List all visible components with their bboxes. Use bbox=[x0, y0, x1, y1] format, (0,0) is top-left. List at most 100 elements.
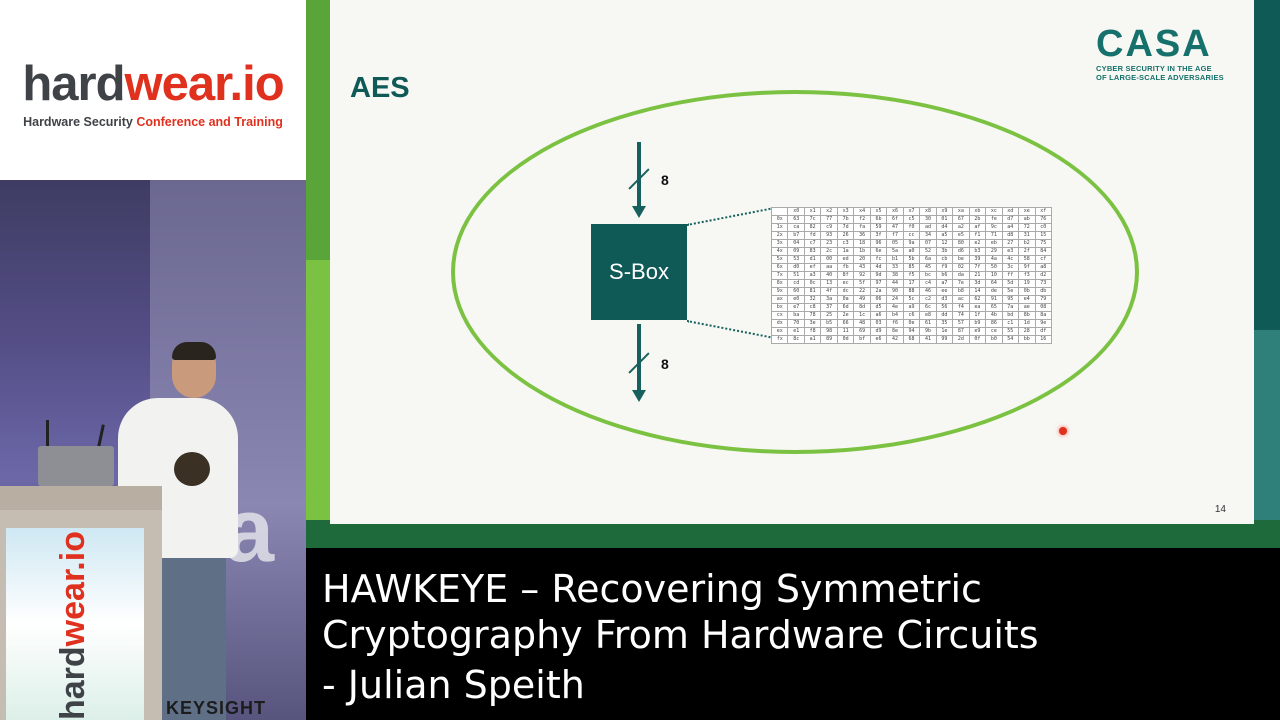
sbox-table-cell: 01 bbox=[935, 215, 954, 224]
sbox-table-cell: 3e bbox=[803, 319, 822, 328]
sbox-table-cell: 0b bbox=[1018, 287, 1036, 296]
tagline-part-a: Hardware Security bbox=[23, 115, 137, 129]
sbox-table-cell: 04 bbox=[787, 239, 805, 248]
sbox-table-cell: 40 bbox=[820, 271, 838, 280]
casa-subtitle-1: CYBER SECURITY IN THE AGE bbox=[1096, 64, 1212, 73]
sbox-table-cell: 5e bbox=[1001, 287, 1020, 296]
sbox-table-cell: 56 bbox=[935, 303, 954, 312]
sbox-table-cell: 52 bbox=[919, 247, 937, 256]
sbox-table-cell: 4f bbox=[820, 287, 838, 296]
sbox-table-cell: 5d bbox=[1001, 279, 1020, 288]
sbox-table-cell: a8 bbox=[1034, 263, 1052, 272]
sbox-table-cell: e8 bbox=[919, 311, 937, 320]
sbox-table-cell: f8 bbox=[803, 327, 822, 336]
sbox-table-cell: 94 bbox=[902, 327, 921, 336]
sbox-table-cell: 26 bbox=[836, 231, 855, 240]
sbox-table-cell: 50 bbox=[985, 263, 1003, 272]
sbox-table-cell: 2f bbox=[1018, 247, 1036, 256]
sbox-table-cell: c8 bbox=[803, 303, 822, 312]
sbox-table-cell: 9b bbox=[919, 327, 937, 336]
sbox-table-cell: 6f bbox=[886, 215, 904, 224]
sbox-table-cell: 34 bbox=[919, 231, 937, 240]
conference-logo-panel: hardwear.io Hardware Security Conference… bbox=[0, 0, 306, 180]
sbox-table-cell: 2d bbox=[952, 335, 970, 344]
sbox-table-cell: 1b bbox=[853, 247, 871, 256]
sbox-table-cell: 4a bbox=[985, 255, 1003, 264]
sbox-table-cell: 1a bbox=[836, 247, 855, 256]
conference-tagline: Hardware Security Conference and Trainin… bbox=[0, 114, 306, 130]
sbox-table-cell: c3 bbox=[836, 239, 855, 248]
sbox-table-row-label: dx bbox=[770, 319, 789, 328]
sbox-table-row-label: cx bbox=[770, 311, 789, 320]
sbox-table-cell: 33 bbox=[886, 263, 904, 272]
sbox-table-row-label: bx bbox=[770, 303, 789, 312]
sbox-table-header-cell: xb bbox=[968, 207, 987, 216]
sbox-table-cell: 05 bbox=[886, 239, 904, 248]
sbox-table-cell: ba bbox=[787, 311, 805, 320]
sbox-table-cell: af bbox=[968, 223, 987, 232]
sbox-table-cell: fe bbox=[985, 215, 1003, 224]
sbox-table-cell: 88 bbox=[902, 287, 921, 296]
sbox-table-cell: bf bbox=[853, 335, 871, 344]
sbox-table-cell: b4 bbox=[886, 311, 904, 320]
sbox-table-cell: 37 bbox=[820, 303, 838, 312]
sbox-table-cell: 3d bbox=[968, 279, 987, 288]
sbox-table-cell: e1 bbox=[787, 327, 805, 336]
input-arrow-head bbox=[632, 206, 646, 218]
sbox-table-cell: 53 bbox=[787, 255, 805, 264]
sbox-table-cell: 62 bbox=[968, 295, 987, 304]
sbox-table-cell: 21 bbox=[968, 271, 987, 280]
sbox-table-cell: 0a bbox=[836, 295, 855, 304]
sbox-table-cell: 91 bbox=[985, 295, 1003, 304]
sbox-table-cell: ae bbox=[1018, 303, 1036, 312]
sbox-table-cell: ff bbox=[1001, 271, 1020, 280]
sbox-table-cell: 6d bbox=[836, 303, 855, 312]
sbox-table-cell: 79 bbox=[1034, 295, 1052, 304]
sbox-table-cell: 85 bbox=[902, 263, 921, 272]
sbox-table-cell: ea bbox=[968, 303, 987, 312]
sbox-table-cell: bb bbox=[1018, 335, 1036, 344]
sbox-table-cell: 22 bbox=[853, 287, 871, 296]
sbox-table-cell: b7 bbox=[787, 231, 805, 240]
tagline-part-b: Conference and Training bbox=[136, 115, 283, 129]
sbox-table-cell: 87 bbox=[952, 327, 970, 336]
sbox-table-cell: 1f bbox=[968, 311, 987, 320]
sbox-table-cell: dd bbox=[935, 311, 954, 320]
sbox-table-cell: ca bbox=[787, 223, 805, 232]
sbox-table-header-cell: x1 bbox=[803, 207, 822, 216]
sbox-table-row-label: 3x bbox=[770, 239, 789, 248]
podium-top bbox=[0, 486, 162, 512]
sbox-table-cell: 03 bbox=[869, 319, 888, 328]
sbox-table-cell: 3a bbox=[820, 295, 838, 304]
sbox-table-cell: 00 bbox=[820, 255, 838, 264]
sbox-table-header-cell: x6 bbox=[886, 207, 904, 216]
sbox-table-cell: 75 bbox=[1034, 239, 1052, 248]
speaker-hair bbox=[172, 342, 216, 360]
sbox-table-cell: da bbox=[952, 271, 970, 280]
sbox-table-cell: e5 bbox=[952, 231, 970, 240]
sbox-table-cell: 86 bbox=[985, 319, 1003, 328]
sbox-table-cell: 60 bbox=[787, 287, 805, 296]
podium-screen-text: hardwear.io bbox=[50, 531, 92, 720]
frame-decoration-left-accent bbox=[306, 260, 330, 548]
sbox-table-cell: c0 bbox=[1034, 223, 1052, 232]
sbox-table-cell: f5 bbox=[902, 271, 921, 280]
sbox-table-cell: 46 bbox=[919, 287, 937, 296]
sbox-table-cell: 72 bbox=[1018, 223, 1036, 232]
slide-title: AES bbox=[350, 72, 410, 104]
sbox-table-cell: 71 bbox=[985, 231, 1003, 240]
sbox-table-cell: 76 bbox=[1034, 215, 1052, 224]
sbox-table-cell: 51 bbox=[787, 271, 805, 280]
caption-line-1: HAWKEYE – Recovering Symmetric bbox=[322, 567, 982, 611]
sbox-table-cell: 49 bbox=[853, 295, 871, 304]
slide-page-number: 14 bbox=[1214, 504, 1226, 515]
sbox-table-cell: 43 bbox=[853, 263, 871, 272]
sbox-table-cell: 67 bbox=[952, 215, 970, 224]
sbox-table-cell: 92 bbox=[853, 271, 871, 280]
sbox-table-cell: 66 bbox=[836, 319, 855, 328]
sbox-table-cell: d2 bbox=[1034, 271, 1052, 280]
